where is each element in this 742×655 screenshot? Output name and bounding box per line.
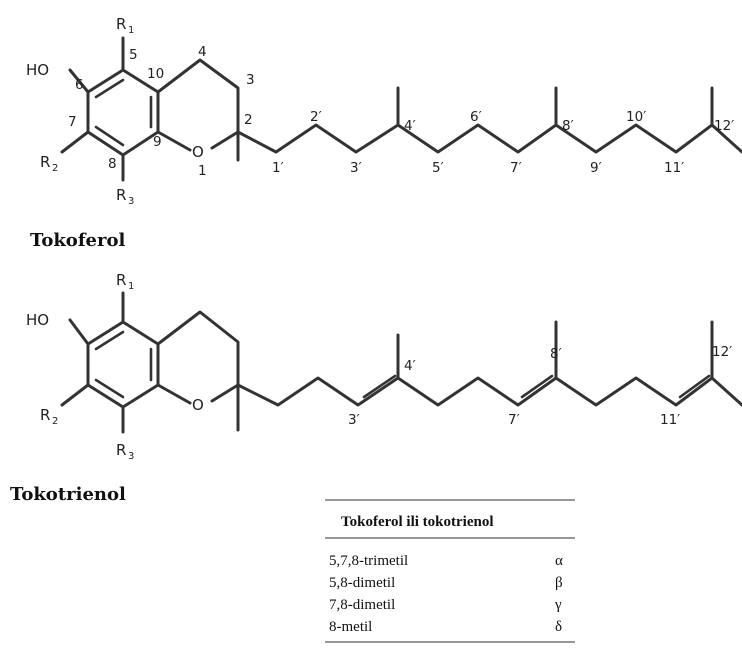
chain-number-6p: 6′ — [470, 109, 482, 125]
tokotrienol-chain-numbers: 3′ 4′ 7′ 8′ 11′ 12′ — [348, 344, 732, 428]
ring-number-10: 10 — [147, 66, 164, 82]
svg-text:2: 2 — [52, 163, 58, 174]
r3-label: R 3 — [116, 441, 134, 462]
row-greek-letter: δ — [555, 619, 562, 635]
row-substitution: 8-metil — [329, 619, 372, 635]
svg-text:1: 1 — [128, 25, 134, 36]
substitution-table: Tokoferol ili tokotrienol 5,7,8-trimetil… — [325, 499, 575, 643]
svg-text:2: 2 — [52, 416, 58, 427]
row-greek-letter: β — [555, 575, 563, 591]
chain-number-4p: 4′ — [404, 358, 416, 374]
r3-label: R 3 — [116, 186, 134, 207]
svg-text:R: R — [116, 186, 126, 204]
hydroxyl-label: HO — [26, 311, 49, 329]
chain-number-2p: 2′ — [310, 109, 322, 125]
r1-label: R 1 — [116, 271, 134, 292]
ring-number-1: 1 — [198, 163, 207, 179]
r1-label: R 1 — [116, 15, 134, 36]
chain-number-10p: 10′ — [626, 109, 646, 125]
hydroxyl-label: HO — [26, 61, 49, 79]
chain-number-4p: 4′ — [404, 118, 416, 134]
tokoferol-caption: Tokoferol — [30, 230, 125, 251]
row-substitution: 5,7,8-trimetil — [329, 553, 408, 569]
chain-number-8p: 8′ — [562, 118, 574, 134]
table-row: 5,7,8-trimetil α — [329, 553, 563, 569]
row-substitution: 7,8-dimetil — [329, 597, 395, 613]
ring-oxygen-label: O — [192, 143, 204, 161]
chain-number-3p: 3′ — [348, 412, 360, 428]
ring-number-6: 6 — [75, 77, 84, 93]
r2-label: R 2 — [40, 153, 58, 174]
ring-number-3: 3 — [246, 72, 255, 88]
tokoferol-atom-labels: HO O R 1 R 2 R 3 — [26, 15, 204, 207]
chain-number-7p: 7′ — [508, 412, 520, 428]
table-row: 5,8-dimetil β — [329, 575, 563, 591]
ring-number-5: 5 — [129, 47, 138, 63]
svg-text:R: R — [116, 271, 126, 289]
tokoferol-structure: HO O R 1 R 2 R 3 1 2 3 4 5 6 7 8 9 — [26, 15, 742, 251]
tokoferol-bonds — [60, 36, 742, 182]
row-greek-letter: γ — [554, 597, 562, 613]
r2-label: R 2 — [40, 406, 58, 427]
ring-number-7: 7 — [68, 114, 77, 130]
svg-text:R: R — [116, 441, 126, 459]
ring-number-9: 9 — [153, 134, 162, 150]
ring-number-8: 8 — [108, 156, 117, 172]
tokotrienol-bonds — [60, 291, 742, 434]
table-header: Tokoferol ili tokotrienol — [341, 514, 494, 530]
svg-text:3: 3 — [128, 196, 134, 207]
table-row: 7,8-dimetil γ — [329, 597, 562, 613]
tokoferol-ring-numbers: 1 2 3 4 5 6 7 8 9 10 — [68, 44, 255, 179]
chain-number-8p: 8′ — [550, 346, 562, 362]
ring-number-2: 2 — [244, 112, 253, 128]
chain-number-3p: 3′ — [350, 160, 362, 176]
chain-number-11p: 11′ — [664, 160, 684, 176]
svg-text:R: R — [40, 406, 50, 424]
table-row: 8-metil δ — [329, 619, 562, 635]
chain-number-7p: 7′ — [510, 160, 522, 176]
tokoferol-chain-numbers: 1′ 2′ 3′ 4′ 5′ 6′ 7′ 8′ 9′ 10′ 11′ 12′ — [272, 109, 734, 176]
chain-number-9p: 9′ — [590, 160, 602, 176]
row-greek-letter: α — [555, 553, 563, 569]
svg-text:3: 3 — [128, 451, 134, 462]
tokotrienol-atom-labels: HO O R 1 R 2 R 3 — [26, 271, 204, 462]
chain-number-12p: 12′ — [712, 344, 732, 360]
chain-number-12p: 12′ — [714, 118, 734, 134]
chain-number-5p: 5′ — [432, 160, 444, 176]
tokotrienol-structure: HO O R 1 R 2 R 3 3′ 4′ 7′ 8′ 11′ 12′ Tok… — [10, 271, 742, 505]
chain-number-1p: 1′ — [272, 160, 284, 176]
svg-text:1: 1 — [128, 281, 134, 292]
ring-oxygen-label: O — [192, 396, 204, 414]
svg-text:R: R — [116, 15, 126, 33]
row-substitution: 5,8-dimetil — [329, 575, 395, 591]
chain-number-11p: 11′ — [660, 412, 680, 428]
ring-number-4: 4 — [198, 44, 207, 60]
svg-text:R: R — [40, 153, 50, 171]
tokotrienol-caption: Tokotrienol — [10, 484, 126, 505]
